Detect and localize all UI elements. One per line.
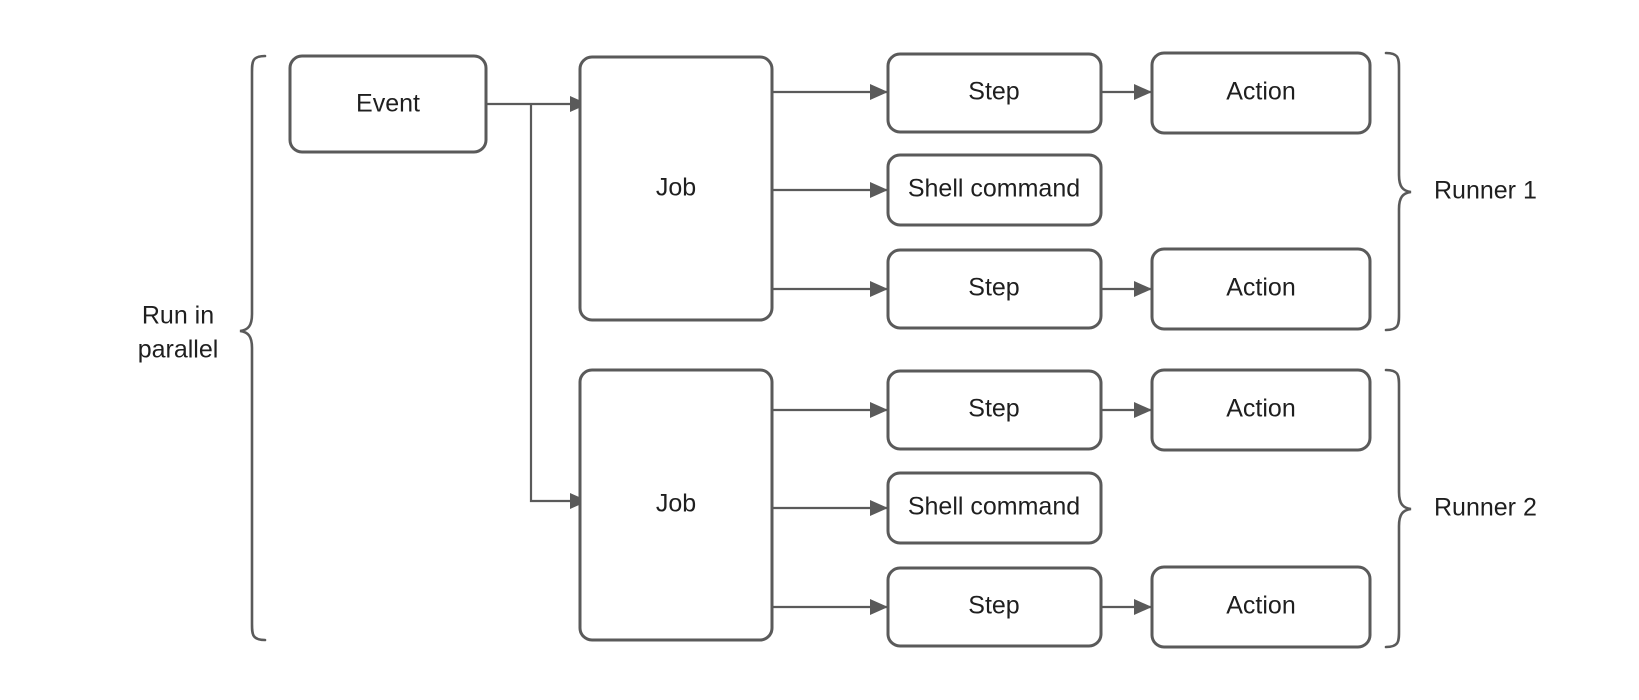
node-runner2-step-1-rect bbox=[886, 369, 1103, 451]
node-runner2-shell-command-label: Shell command bbox=[908, 493, 1080, 521]
node-runner1-shell-command-label: Shell command bbox=[908, 175, 1080, 203]
node-runner2-action-2[interactable]: Action bbox=[1150, 565, 1372, 649]
node-runner1-shell-command-rect bbox=[886, 153, 1103, 227]
node-event-label: Event bbox=[356, 90, 420, 118]
node-runner2-action-2-label: Action bbox=[1226, 592, 1295, 620]
node-runner2-shell-command[interactable]: Shell command bbox=[886, 471, 1103, 545]
node-job-2-label: Job bbox=[656, 490, 696, 518]
arrowhead-r1-shell bbox=[870, 182, 888, 198]
node-event[interactable]: Event bbox=[288, 54, 488, 154]
node-runner1-step-1-rect bbox=[886, 52, 1103, 134]
run-in-parallel-label-line2: parallel bbox=[138, 336, 219, 364]
node-runner2-action-1[interactable]: Action bbox=[1150, 368, 1372, 452]
node-runner2-step-2-rect bbox=[886, 566, 1103, 648]
node-runner2-step-1[interactable]: Step bbox=[886, 369, 1103, 451]
arrowhead-r2-step2 bbox=[870, 599, 888, 615]
runner-2-label: Runner 2 bbox=[1434, 494, 1537, 522]
node-job-1-label: Job bbox=[656, 174, 696, 202]
run-in-parallel-label-line1: Run in bbox=[142, 302, 214, 330]
run-in-parallel-brace-path bbox=[239, 54, 267, 642]
node-runner1-shell-command[interactable]: Shell command bbox=[886, 153, 1103, 227]
arrowhead-r2-shell bbox=[870, 500, 888, 516]
runner-1-brace-path bbox=[1384, 51, 1412, 332]
node-runner1-step-1-label: Step bbox=[968, 78, 1019, 106]
node-runner1-step-1[interactable]: Step bbox=[886, 52, 1103, 134]
arrowhead-r2-action2 bbox=[1134, 599, 1152, 615]
runner-2-brace-path bbox=[1384, 368, 1412, 649]
node-job-1-rect bbox=[578, 55, 774, 322]
node-runner2-step-1-label: Step bbox=[968, 395, 1019, 423]
node-runner2-step-2-label: Step bbox=[968, 592, 1019, 620]
node-runner2-action-2-rect bbox=[1150, 565, 1372, 649]
node-runner1-step-2-label: Step bbox=[968, 274, 1019, 302]
runner-1-label: Runner 1 bbox=[1434, 177, 1537, 205]
node-runner1-action-1-label: Action bbox=[1226, 78, 1295, 106]
node-runner1-action-2[interactable]: Action bbox=[1150, 247, 1372, 331]
arrowhead-r1-step1 bbox=[870, 84, 888, 100]
arrowhead-r1-action2 bbox=[1134, 281, 1152, 297]
arrowhead-r2-action1 bbox=[1134, 402, 1152, 418]
connector-event-to-job2 bbox=[529, 104, 588, 503]
node-job-1[interactable]: Job bbox=[578, 55, 774, 322]
arrowhead-r2-step1 bbox=[870, 402, 888, 418]
node-runner2-shell-command-rect bbox=[886, 471, 1103, 545]
node-runner1-action-1[interactable]: Action bbox=[1150, 51, 1372, 135]
node-job-2[interactable]: Job bbox=[578, 368, 774, 642]
node-runner1-action-1-rect bbox=[1150, 51, 1372, 135]
node-job-2-rect bbox=[578, 368, 774, 642]
brace-runner-2: Runner 2 bbox=[1384, 368, 1537, 649]
node-runner2-step-2[interactable]: Step bbox=[886, 566, 1103, 648]
brace-runner-1: Runner 1 bbox=[1384, 51, 1537, 332]
brace-run-in-parallel: Run in parallel bbox=[138, 54, 267, 642]
node-runner1-step-2-rect bbox=[886, 248, 1103, 330]
arrowhead-r1-step2 bbox=[870, 281, 888, 297]
arrowhead-r1-action1 bbox=[1134, 84, 1152, 100]
node-event-rect bbox=[288, 54, 488, 154]
node-runner1-action-2-rect bbox=[1150, 247, 1372, 331]
node-runner2-action-1-label: Action bbox=[1226, 395, 1295, 423]
node-runner1-action-2-label: Action bbox=[1226, 274, 1295, 302]
node-runner1-step-2[interactable]: Step bbox=[886, 248, 1103, 330]
node-runner2-action-1-rect bbox=[1150, 368, 1372, 452]
